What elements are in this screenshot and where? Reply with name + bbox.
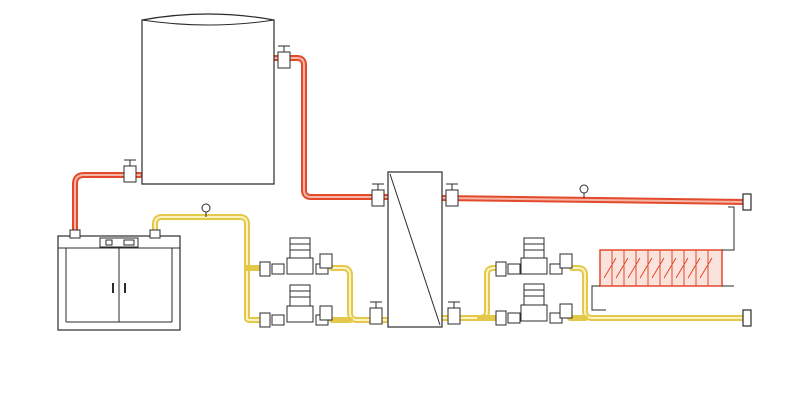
- plate-heat-exchanger: [387, 171, 443, 328]
- cold-return-lines: [152, 214, 748, 323]
- storage-tank: [141, 13, 275, 185]
- primary-pump-upper: [259, 237, 333, 277]
- boiler-door-handle-left: [112, 283, 114, 293]
- valve-hx-primary-out: [369, 301, 383, 325]
- secondary-pump-lower: [495, 283, 573, 326]
- pump-groups: [259, 237, 573, 328]
- valve-boiler-left: [69, 229, 81, 239]
- boiler-door-handle-right: [124, 283, 126, 293]
- valve-tank-outlet: [277, 45, 291, 69]
- primary-pump-lower: [259, 284, 333, 328]
- valve-hx-secondary-out: [445, 183, 459, 207]
- hot-supply-lines: [72, 55, 748, 235]
- supply-end-cap: [742, 193, 752, 211]
- radiator: [591, 206, 735, 311]
- valves: [69, 45, 589, 325]
- boiler: [57, 235, 181, 331]
- valve-hx-secondary-in: [447, 301, 461, 325]
- valve-boiler-right: [149, 229, 161, 239]
- valve-tank-inlet: [123, 159, 137, 183]
- pipe-end-caps: [742, 193, 752, 327]
- return-end-cap: [742, 309, 752, 327]
- pressure-gauge-return: [201, 203, 211, 217]
- pressure-gauge-supply: [579, 184, 589, 198]
- valve-hx-primary-in: [371, 183, 385, 207]
- secondary-pump-upper: [495, 237, 573, 277]
- boiler-control-panel: [99, 237, 139, 248]
